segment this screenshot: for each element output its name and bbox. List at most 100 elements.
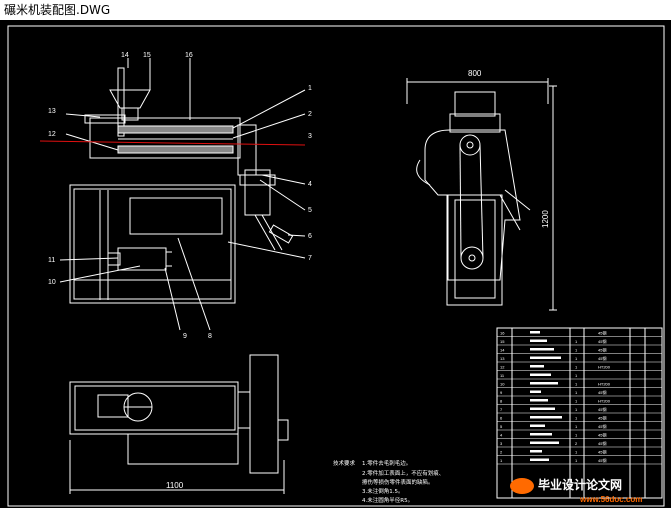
bom-name-mark xyxy=(530,390,541,393)
callout-1: 1 xyxy=(308,85,312,92)
front-view xyxy=(59,58,306,331)
notes-line-3: 擦伤等损伤零件表面的缺陷。 xyxy=(362,478,434,486)
bom-name-mark xyxy=(530,441,559,444)
dim-side-width: 800 xyxy=(468,69,482,78)
watermark-logo-icon xyxy=(510,478,534,494)
callout-3: 3 xyxy=(308,133,312,140)
bom-cell-no: 10 xyxy=(500,382,505,387)
watermark-url: www.56doc.com xyxy=(579,495,642,504)
bom-cell-qty: 1 xyxy=(575,356,578,361)
callout-14: 14 xyxy=(121,52,129,59)
bom-cell-mat: HT200 xyxy=(598,399,611,404)
callout-7: 7 xyxy=(308,255,312,262)
bom-cell-no: 8 xyxy=(500,399,503,404)
bom-cell-no: 1 xyxy=(500,458,503,463)
bom-name-mark xyxy=(530,348,554,351)
bom-cell-no: 16 xyxy=(500,331,505,336)
bom-cell-mat: 45钢 xyxy=(598,449,606,455)
window-title: 碾米机装配图.DWG xyxy=(0,0,671,20)
bom-cell-qty: 1 xyxy=(575,365,578,370)
bom-cell-mat: 45钢 xyxy=(598,347,606,353)
callout-5: 5 xyxy=(308,207,312,214)
callout-labels: 1 2 3 4 5 6 7 8 9 10 11 12 13 14 15 16 xyxy=(48,52,312,340)
drawing-svg: 1 2 3 4 5 6 7 8 9 10 11 12 13 14 15 16 8… xyxy=(7,25,665,507)
side-view xyxy=(406,78,557,311)
bom-cell-mat: 45钢 xyxy=(598,330,606,336)
bom-cell-mat: 45钢 xyxy=(598,457,606,463)
bom-cell-mat: 45钢 xyxy=(598,406,606,412)
callout-12: 12 xyxy=(48,131,56,138)
bom-cell-no: 11 xyxy=(500,373,505,378)
notes-heading: 技术要求 xyxy=(333,459,356,467)
bom-cell-mat: 45钢 xyxy=(598,415,606,421)
bom-cell-no: 12 xyxy=(500,365,505,370)
bom-cell-no: 6 xyxy=(500,416,503,421)
drawing-canvas[interactable]: 1 2 3 4 5 6 7 8 9 10 11 12 13 14 15 16 8… xyxy=(0,20,671,508)
bom-name-mark xyxy=(530,399,548,402)
bom-cell-qty: 1 xyxy=(575,407,578,412)
bom-name-mark xyxy=(530,458,549,461)
notes-line-4: 3.未注倒角1.5。 xyxy=(362,487,404,495)
bom-cell-mat: 45钢 xyxy=(598,423,606,429)
bom-cell-no: 2 xyxy=(500,450,503,455)
dim-side-height: 1200 xyxy=(541,210,550,228)
callout-11: 11 xyxy=(48,257,55,264)
bom-cell-mat: 45钢 xyxy=(598,338,606,344)
bom-name-mark xyxy=(530,450,542,453)
bom-cell-mat: 45钢 xyxy=(598,432,606,438)
watermark-brand: 毕业设计论文网 xyxy=(538,477,622,492)
section-line xyxy=(39,140,306,146)
callout-13: 13 xyxy=(48,108,56,115)
bom-name-mark xyxy=(530,424,545,427)
bom-cell-mat: HT200 xyxy=(598,365,611,370)
bom-name-mark xyxy=(530,365,544,368)
bom-cell-qty: 1 xyxy=(575,458,578,463)
bom-cell-mat: HT200 xyxy=(598,382,611,387)
bom-cell-no: 13 xyxy=(500,356,505,361)
bom-cell-no: 15 xyxy=(500,339,505,344)
drawing-frame xyxy=(7,25,665,507)
callout-2: 2 xyxy=(308,111,312,118)
bom-cell-no: 4 xyxy=(500,433,503,438)
bom-name-mark xyxy=(530,356,561,359)
bom-cell-qty: 1 xyxy=(575,433,578,438)
bom-name-mark xyxy=(530,433,552,436)
bom-cell-qty: 2 xyxy=(575,441,578,446)
bom-cell-qty: 1 xyxy=(575,424,578,429)
notes-line-5: 4.未注圆角半径R5。 xyxy=(362,496,413,504)
bom-cell-mat: 45钢 xyxy=(598,355,606,361)
bom-cell-qty: 1 xyxy=(575,373,578,378)
watermark: 毕业设计论文网 www.56doc.com xyxy=(510,477,642,504)
bom-cell-qty: 1 xyxy=(575,450,578,455)
bom-name-mark xyxy=(530,382,558,385)
bom-cell-qty: 1 xyxy=(575,399,578,404)
bom-name-mark xyxy=(530,331,540,334)
callout-9: 9 xyxy=(183,333,187,340)
callout-16: 16 xyxy=(185,52,193,59)
bom-cell-qty: 1 xyxy=(575,416,578,421)
bom-cell-no: 3 xyxy=(500,441,503,446)
bom-cell-qty: 1 xyxy=(575,348,578,353)
bom-cell-qty: 1 xyxy=(575,339,578,344)
bom-name-mark xyxy=(530,416,562,419)
bom-cell-no: 5 xyxy=(500,424,503,429)
callout-10: 10 xyxy=(48,279,56,286)
notes-line-1: 1.零件去毛刺毛边。 xyxy=(362,459,411,467)
bom-name-mark xyxy=(530,407,555,410)
notes-line-2: 2.零件加工表面上，不应有划痕、 xyxy=(362,469,444,477)
bom-name-mark xyxy=(530,373,551,376)
callout-4: 4 xyxy=(308,181,312,188)
dim-plan-width: 1100 xyxy=(166,481,184,490)
callout-15: 15 xyxy=(143,52,151,59)
bom-cell-no: 7 xyxy=(500,407,503,412)
bom-cell-no: 14 xyxy=(500,348,505,353)
plan-view xyxy=(69,354,289,494)
bom-cell-mat: 45钢 xyxy=(598,389,606,395)
callout-8: 8 xyxy=(208,333,212,340)
callout-6: 6 xyxy=(308,233,312,240)
bom-cell-qty: 1 xyxy=(575,382,578,387)
bom-cell-no: 9 xyxy=(500,390,503,395)
technical-notes: 技术要求 1.零件去毛刺毛边。 2.零件加工表面上，不应有划痕、 擦伤等损伤零件… xyxy=(333,459,444,504)
bom-name-mark xyxy=(530,339,547,342)
